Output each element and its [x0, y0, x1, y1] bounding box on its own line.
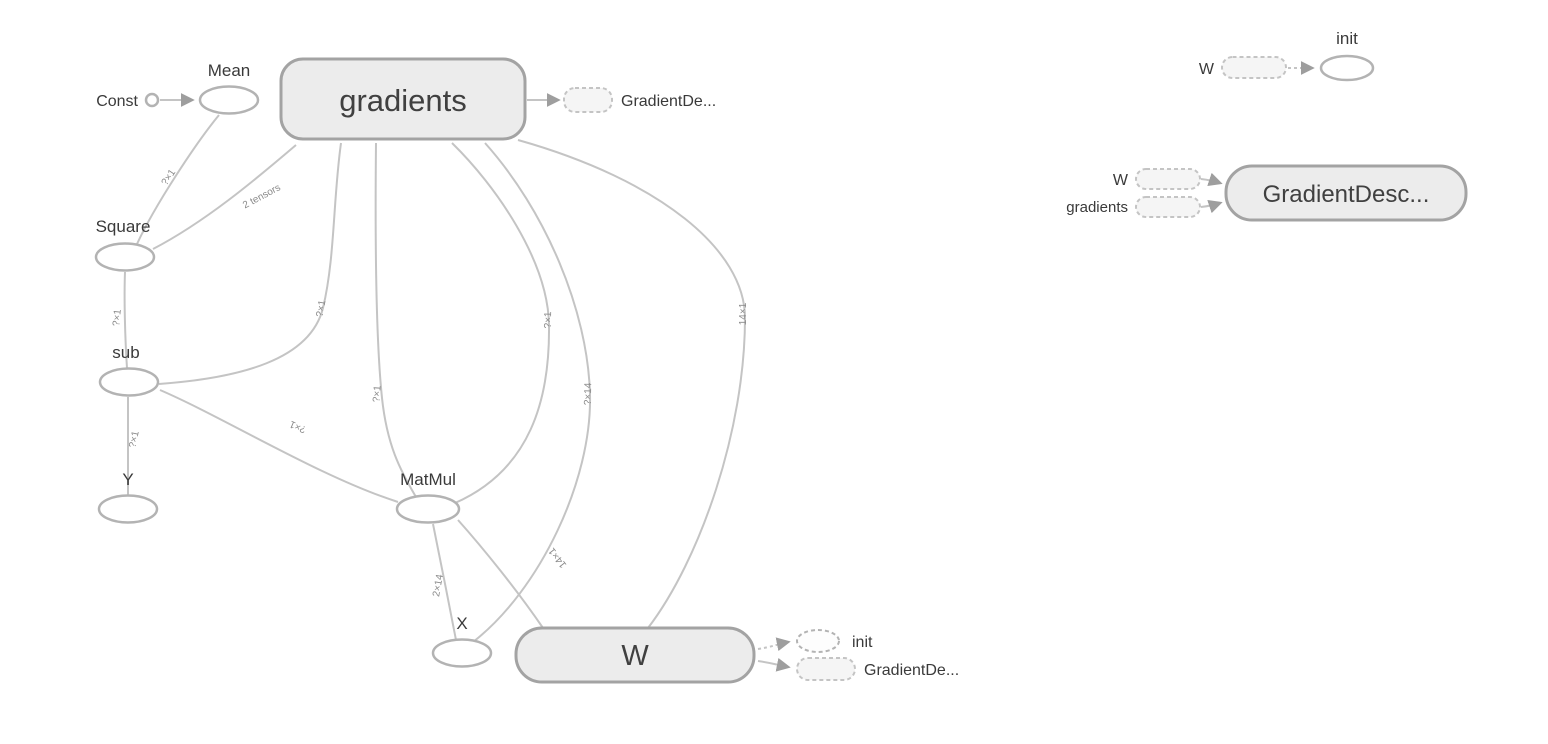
x-label: X — [456, 614, 467, 633]
w-grad-label: GradientDe... — [864, 662, 959, 679]
const-label: Const — [96, 93, 138, 110]
edge-label-square-mean: ?×1 — [160, 167, 179, 188]
edge-aux-w-to-gd — [1200, 172, 1223, 187]
node-mean[interactable]: Mean — [198, 61, 260, 115]
edge-label-matmul-gradients-b: ?×1 — [543, 311, 554, 329]
main-graph-edge-labels: ?×1 2 tensors ?×1 ?×1 ?×1 ?×1 ?×1 ?×1 ?×… — [111, 167, 749, 597]
edge-label-sub-gradients: ?×1 — [315, 299, 329, 318]
node-aux-gradient-descent[interactable]: GradientDesc... — [1224, 164, 1468, 222]
node-w[interactable]: W — [514, 626, 756, 684]
edge-matmul-to-gradients-b — [451, 142, 551, 504]
y-label: Y — [122, 470, 133, 489]
edge-sub-to-gradients — [158, 142, 342, 385]
edge-label-w-matmul: 14×1 — [546, 545, 569, 570]
node-matmul[interactable]: MatMul — [395, 470, 461, 524]
node-aux-init-input-w[interactable]: W — [1199, 56, 1287, 79]
edge-label-y-sub: ?×1 — [127, 430, 141, 449]
gradients-output-label: GradientDe... — [621, 93, 716, 110]
w-label: W — [621, 640, 649, 672]
aux-gd-rect[interactable] — [1224, 164, 1468, 222]
edge-square-to-mean — [136, 114, 220, 245]
node-x[interactable]: X — [431, 614, 493, 668]
node-w-output-init[interactable]: init — [796, 629, 873, 653]
edge-x-to-matmul — [432, 523, 457, 641]
node-gradients[interactable]: gradients — [279, 57, 527, 141]
edge-x-to-gradients — [472, 142, 592, 643]
node-aux-init[interactable]: init — [1319, 29, 1375, 82]
aux-init-ellipse[interactable] — [1319, 54, 1375, 82]
w-init-label: init — [852, 634, 873, 651]
aux-init-label: init — [1336, 29, 1358, 48]
matmul-ellipse[interactable] — [395, 494, 461, 524]
node-const[interactable]: Const — [96, 92, 160, 110]
edge-label-w-gradients: 14×1 — [738, 302, 749, 325]
edge-label-x-gradients: ?×14 — [583, 382, 594, 405]
w-grad-pill[interactable] — [796, 657, 856, 681]
node-aux-gd-input-w[interactable]: W — [1113, 168, 1201, 190]
node-sub[interactable]: sub — [98, 343, 160, 397]
matmul-label: MatMul — [400, 470, 456, 489]
node-w-output-grad[interactable]: GradientDe... — [796, 657, 959, 681]
node-y[interactable]: Y — [97, 470, 159, 524]
w-rect[interactable] — [514, 626, 756, 684]
edge-w-to-init-output — [757, 637, 791, 652]
mean-ellipse[interactable] — [198, 85, 260, 115]
aux-gd-gradients-label: gradients — [1066, 199, 1128, 216]
edge-label-matmul-gradients-a: ?×1 — [371, 385, 383, 403]
aux-graph-edges — [1200, 61, 1315, 214]
aux-init-w-label: W — [1199, 61, 1215, 78]
x-ellipse[interactable] — [431, 638, 493, 668]
edge-w-to-grad-output — [757, 657, 791, 672]
edge-square-to-gradients — [152, 144, 297, 250]
gradients-label: gradients — [339, 83, 467, 118]
edge-label-matmul-sub: ?×1 — [288, 418, 308, 435]
sub-label: sub — [112, 343, 139, 362]
node-aux-gd-input-gradients[interactable]: gradients — [1066, 196, 1201, 218]
node-square[interactable]: Square — [94, 217, 156, 272]
y-ellipse[interactable] — [97, 494, 159, 524]
sub-ellipse[interactable] — [98, 367, 160, 397]
aux-gd-w-label: W — [1113, 172, 1129, 189]
edge-label-x-matmul: 2×14 — [431, 573, 446, 598]
aux-gd-gradients-pill[interactable] — [1135, 196, 1201, 218]
edge-label-sub-square: ?×1 — [111, 308, 124, 326]
w-init-ellipse[interactable] — [796, 629, 840, 653]
aux-gd-label: GradientDesc... — [1263, 181, 1430, 208]
main-graph-edges — [123, 93, 791, 672]
edge-matmul-to-sub — [159, 389, 399, 503]
const-circle[interactable] — [144, 92, 160, 108]
square-label: Square — [96, 217, 151, 236]
mean-label: Mean — [208, 61, 251, 80]
edge-w-to-gradients — [517, 139, 747, 629]
gradients-rect[interactable] — [279, 57, 527, 141]
edge-w-to-matmul — [457, 519, 544, 629]
square-ellipse[interactable] — [94, 242, 156, 272]
aux-init-w-pill[interactable] — [1221, 56, 1287, 79]
edge-aux-gradients-to-gd — [1200, 199, 1223, 214]
edge-sub-to-square — [123, 271, 128, 369]
aux-gd-w-pill[interactable] — [1135, 168, 1201, 190]
node-gradients-output[interactable]: GradientDe... — [563, 87, 716, 113]
edge-matmul-to-gradients-a — [374, 142, 417, 498]
gradients-output-pill[interactable] — [563, 87, 613, 113]
